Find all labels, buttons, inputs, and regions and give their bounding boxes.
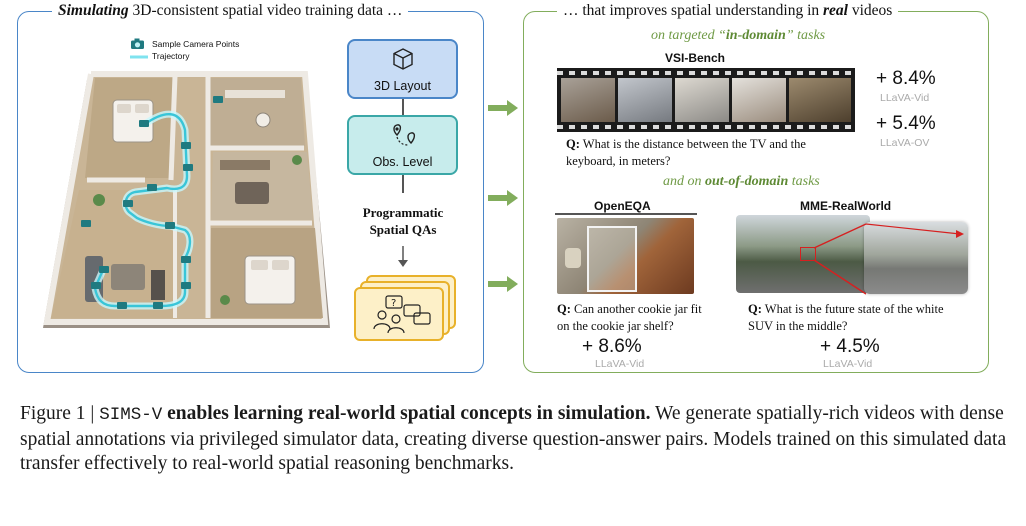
question-text: What is the future state of the white SU… [748,302,944,333]
subtitle-suffix: tasks [788,174,820,189]
transfer-arrows [488,100,518,292]
vsi-gain-llava-ov: + 5.4% [876,113,936,134]
connector-line [402,99,404,115]
title-rest: 3D-consistent spatial video training dat… [128,2,403,19]
title-suffix: videos [847,2,893,19]
obs-level-box: Obs. Level [347,115,458,175]
mme-question: Q: What is the future state of the white… [748,301,963,334]
mme-gain: + 4.5% [820,336,880,357]
vsi-gain-llava-vid: + 8.4% [876,68,936,89]
question-label: Q: [557,302,571,316]
real-world-panel-title: … that improves spatial understanding in… [557,2,899,20]
legend-camera-label: Sample Camera Points [152,39,240,49]
vsi-bench-filmstrip [557,68,855,132]
openeqa-image [557,218,694,294]
obs-level-label: Obs. Level [372,155,433,169]
apartment-floorplan-illustration [43,71,330,328]
title-emphasis: Simulating [58,2,129,19]
question-text: Can another cookie jar fit on the cookie… [557,302,702,333]
question-label: Q: [566,137,580,151]
video-frame [561,78,615,122]
film-perforation-top [557,71,855,75]
video-frame [732,78,786,122]
subtitle-emphasis: in-domain [725,28,786,43]
mme-realworld-title: MME-RealWorld [800,199,892,213]
vsi-model-llava-ov: LLaVA-OV [880,137,930,149]
title-prefix: … that improves spatial understanding in [563,2,824,19]
subtitle-emphasis: out-of-domain [705,174,789,189]
cube-icon [393,48,413,70]
legend-trajectory-label: Trajectory [152,51,190,61]
trajectory-swatch [130,55,148,59]
caption-method-name: SIMS-V [99,405,163,425]
zoom-lines [813,223,964,295]
spatial-qas-line: Spatial QAs [369,222,437,237]
qa-card-front: ? [354,287,444,341]
camera-icon [131,38,144,49]
mme-street-image [736,215,870,293]
openeqa-title-rule [555,213,697,215]
question-text: What is the distance between the TV and … [566,137,806,168]
subtitle-suffix: ” tasks [785,28,826,43]
question-label: Q: [748,302,762,316]
caption-prefix: Figure 1 | [20,403,100,424]
cookie-jar [565,248,581,268]
subtitle-prefix: and on [663,174,705,189]
route-pin-icon [393,124,416,146]
caption-bold-claim: enables learning real-world spatial conc… [162,403,651,424]
video-frame [618,78,672,122]
subtitle-prefix: on targeted “ [651,28,726,43]
figure-legend: Sample Camera Points Trajectory [130,38,290,68]
figure-caption: Figure 1 | SIMS-V enables learning real-… [20,402,1010,477]
svg-text:?: ? [391,298,396,309]
title-emphasis: real [823,2,848,19]
vsi-model-llava-vid: LLaVA-Vid [880,92,930,104]
down-arrow-icon [398,246,408,267]
openeqa-title: OpenEQA [594,199,651,213]
programmatic-qa-label: Programmatic Spatial QAs [345,204,461,238]
in-domain-subtitle: on targeted “in-domain” tasks [651,28,825,44]
openeqa-model: LLaVA-Vid [595,358,645,370]
3d-layout-box: 3D Layout [347,39,458,99]
film-perforation-bottom [557,125,855,129]
people-conversation-icon: ? [373,295,431,334]
video-frame [675,78,729,122]
vsi-bench-title: VSI-Bench [665,51,726,65]
caption-body: We generate spatially-rich videos with d… [20,403,1007,474]
highlight-box [800,247,816,261]
mme-model: LLaVA-Vid [823,358,873,370]
mme-zoom-image [864,222,968,294]
vsi-question: Q: What is the distance between the TV a… [566,136,852,169]
simulation-panel-title: Simulating 3D-consistent spatial video t… [52,2,409,20]
programmatic-line: Programmatic [362,205,444,220]
openeqa-question: Q: Can another cookie jar fit on the coo… [557,301,707,334]
out-of-domain-subtitle: and on out-of-domain tasks [663,174,820,190]
3d-layout-label: 3D Layout [374,79,431,93]
openeqa-gain: + 8.6% [582,336,642,357]
fridge-door [587,226,637,292]
connector-line [402,175,404,193]
video-frame [789,78,851,122]
